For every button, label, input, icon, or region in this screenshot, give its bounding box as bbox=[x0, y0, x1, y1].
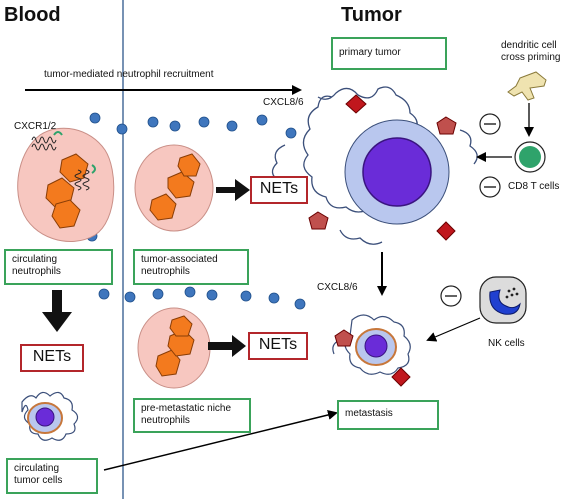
premet-line1: pre-metastatic niche bbox=[141, 403, 232, 414]
nets-formation-arrow-left bbox=[42, 290, 72, 332]
circulating-neutrophils-line2: neutrophils bbox=[12, 266, 61, 277]
dendritic-cell-shape bbox=[507, 71, 547, 101]
dendritic-label-2: cross priming bbox=[501, 52, 561, 63]
premetastatic-niche-box: pre-metastatic niche neutrophils bbox=[133, 398, 251, 433]
nets-box-middle-bottom: NETs bbox=[248, 332, 308, 360]
tumor-associated-neutrophil-cell bbox=[134, 144, 214, 232]
dendritic-label-1: dendritic cell bbox=[501, 40, 557, 51]
cd8-t-cell bbox=[514, 141, 546, 173]
metastatic-tumor-cell bbox=[332, 314, 411, 387]
ctc-line2: tumor cells bbox=[14, 475, 63, 486]
tumor-heading: Tumor bbox=[341, 4, 402, 26]
blood-heading: Blood bbox=[4, 4, 61, 26]
cxcr-receptors bbox=[31, 136, 90, 191]
ctc-to-metastasis-arrow bbox=[103, 410, 338, 471]
circulating-neutrophil-cell bbox=[17, 127, 115, 243]
nets-arrow-middle-bottom bbox=[208, 335, 246, 357]
premetastatic-niche-neutrophil-cell bbox=[137, 307, 211, 389]
cxcl-label-top: CXCL8/6 bbox=[263, 97, 304, 108]
primary-tumor-cell bbox=[271, 86, 478, 245]
primary-tumor-box: primary tumor bbox=[331, 37, 447, 70]
circulating-neutrophils-line1: circulating bbox=[12, 254, 58, 265]
tumor-associated-neutrophils-box: tumor-associated neutrophils bbox=[133, 249, 249, 285]
circulating-neutrophils-box: circulating neutrophils bbox=[4, 249, 113, 285]
antigen-pentagon bbox=[308, 211, 329, 230]
ctc-line1: circulating bbox=[14, 463, 60, 474]
cxcr-label: CXCR1/2 bbox=[14, 121, 57, 132]
primary-tumor-label: primary tumor bbox=[339, 47, 401, 58]
circulating-tumor-cells-box: circulating tumor cells bbox=[6, 458, 98, 494]
metastasis-box: metastasis bbox=[337, 400, 439, 430]
inhibition-symbol-nk bbox=[440, 285, 462, 307]
nets-arrow-middle-top bbox=[216, 179, 250, 201]
nk-cell bbox=[479, 276, 527, 324]
antigen-diamond bbox=[345, 94, 367, 114]
antigen-pentagon bbox=[436, 116, 457, 135]
nk-to-metastasis-arrow bbox=[426, 317, 481, 342]
metastasis-label: metastasis bbox=[345, 408, 393, 419]
antigen-diamond bbox=[436, 221, 456, 241]
antigen-diamond bbox=[391, 367, 411, 387]
inhibition-symbol-top bbox=[479, 113, 501, 135]
recruitment-label: tumor-mediated neutrophil recruitment bbox=[44, 69, 214, 80]
premet-line2: neutrophils bbox=[141, 415, 190, 426]
inhibition-symbol-middle bbox=[479, 176, 501, 198]
cd8-label: CD8 T cells bbox=[508, 181, 560, 192]
nets-box-middle-top: NETs bbox=[250, 176, 308, 204]
tan-line2: neutrophils bbox=[141, 266, 190, 277]
antigen-pentagon bbox=[334, 329, 354, 347]
migrating-neutrophil-dots-lower bbox=[98, 286, 306, 310]
tan-line1: tumor-associated bbox=[141, 254, 218, 265]
circulating-tumor-cell bbox=[21, 391, 79, 441]
nets-box-left: NETs bbox=[20, 344, 84, 372]
cxcl-label-bottom: CXCL8/6 bbox=[317, 282, 358, 293]
nk-label: NK cells bbox=[488, 338, 525, 349]
